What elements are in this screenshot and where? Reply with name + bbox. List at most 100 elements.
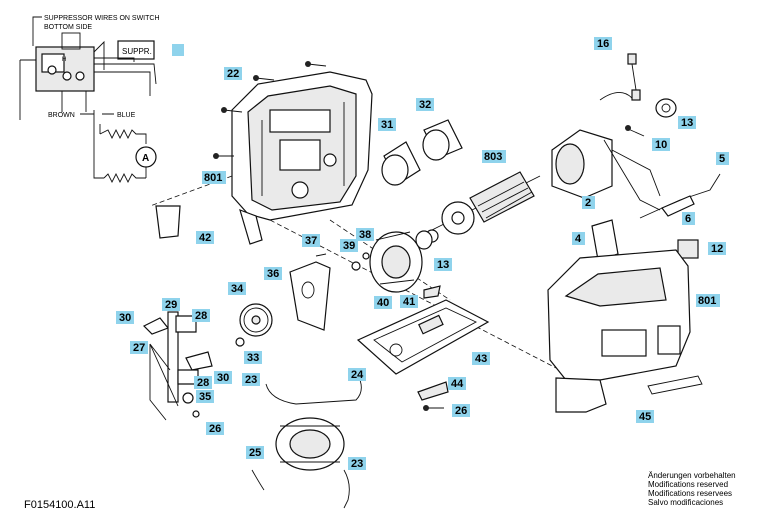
svg-text:2: 2 — [585, 197, 591, 209]
callout-part-40: 40 — [374, 296, 392, 309]
callout-part-23a: 23 — [242, 373, 260, 386]
callout-part-30a: 30 — [116, 311, 134, 324]
armature — [419, 171, 541, 243]
svg-text:28: 28 — [197, 377, 209, 389]
blue-label: BLUE — [117, 112, 136, 119]
callout-part-801b: 801 — [696, 294, 720, 307]
field-coil-harness — [251, 379, 362, 509]
field-stator — [551, 92, 661, 211]
svg-text:33: 33 — [247, 352, 259, 364]
callout-part-801a: 801 — [202, 171, 226, 184]
svg-text:22: 22 — [227, 68, 239, 80]
callout-part-35: 35 — [196, 390, 214, 403]
svg-text:36: 36 — [267, 268, 279, 280]
suppressor-note-line1: SUPPRESSOR WIRES ON SWITCH — [44, 15, 160, 22]
callout-part-44: 44 — [448, 377, 466, 390]
callout-part-42: 42 — [196, 231, 214, 244]
callout-part-25: 25 — [246, 446, 264, 459]
svg-text:28: 28 — [195, 310, 207, 322]
suppressor-box — [117, 40, 155, 60]
callout-part-22: 22 — [224, 67, 242, 80]
svg-text:39: 39 — [343, 240, 355, 252]
svg-text:26: 26 — [455, 405, 467, 417]
svg-text:23: 23 — [245, 374, 257, 386]
svg-text:23: 23 — [351, 458, 363, 470]
callout-part-30b: 30 — [214, 371, 232, 384]
svg-text:44: 44 — [451, 378, 464, 390]
callout-part-37: 37 — [302, 234, 320, 247]
svg-text:29: 29 — [165, 299, 177, 311]
svg-text:30: 30 — [119, 312, 131, 324]
svg-text:42: 42 — [199, 232, 211, 244]
callout-part-16: 16 — [594, 37, 612, 50]
hex-key — [647, 375, 703, 395]
callout-part-803: 803 — [482, 150, 506, 163]
callout-part-33: 33 — [244, 351, 262, 364]
svg-text:26: 26 — [209, 423, 221, 435]
svg-text:16: 16 — [597, 38, 609, 50]
callout-part-13a: 13 — [678, 116, 696, 129]
gear-housing — [369, 231, 423, 293]
callout-part-23b: 23 — [348, 457, 366, 470]
callout-part-45: 45 — [636, 410, 654, 423]
drive-gear — [239, 303, 273, 337]
svg-text:43: 43 — [475, 353, 487, 365]
drawing-code: F0154100.A11 — [24, 499, 95, 511]
clamp — [417, 381, 449, 401]
callout-part-29: 29 — [162, 298, 180, 311]
field-coil-upper — [99, 128, 147, 144]
callout-part-34: 34 — [228, 282, 246, 295]
callout-part-39: 39 — [340, 239, 358, 252]
brush-holders — [381, 119, 463, 186]
housing-left-half — [231, 71, 373, 245]
base-plate — [356, 299, 490, 375]
svg-text:41: 41 — [403, 296, 415, 308]
suppressor-label: SUPPR. — [122, 47, 152, 56]
h-marker: H — [62, 57, 66, 63]
callout-part-38: 38 — [356, 228, 374, 241]
svg-text:13: 13 — [437, 259, 449, 271]
callout-part-32: 32 — [416, 98, 434, 111]
suppressor-note-line2: BOTTOM SIDE — [44, 24, 92, 31]
svg-text:803: 803 — [484, 151, 502, 163]
callout-part-2: 2 — [582, 196, 595, 209]
power-cord — [639, 173, 721, 219]
svg-text:34: 34 — [231, 283, 244, 295]
callout-part-4: 4 — [572, 232, 585, 245]
svg-text:30: 30 — [217, 372, 229, 384]
housing-right-half — [547, 249, 691, 413]
svg-text:Modifications reservees: Modifications reservees — [648, 489, 732, 498]
svg-text:Salvo modificaciones: Salvo modificaciones — [648, 498, 723, 507]
callout-part-27: 27 — [130, 341, 148, 354]
svg-text:801: 801 — [204, 172, 222, 184]
callout-part-43: 43 — [472, 352, 490, 365]
svg-text:38: 38 — [359, 229, 371, 241]
svg-text:24: 24 — [351, 369, 364, 381]
svg-text:4: 4 — [575, 233, 582, 245]
plunger-assembly — [142, 311, 213, 421]
svg-text:35: 35 — [199, 391, 211, 403]
callout-part-31: 31 — [378, 118, 396, 131]
callout-part-13b: 13 — [434, 258, 452, 271]
wiring-schematic: SUPPRESSOR WIRES ON SWITCH BOTTOM SIDE H… — [19, 15, 160, 184]
callout-part-28b: 28 — [194, 376, 212, 389]
svg-text:801: 801 — [698, 295, 716, 307]
field-coil-lower — [103, 172, 146, 184]
svg-text:13: 13 — [681, 117, 693, 129]
callout-part-24: 24 — [348, 368, 366, 381]
suppressor-capacitor — [677, 239, 699, 259]
svg-text:Modifications reserved: Modifications reserved — [648, 480, 728, 489]
svg-text:5: 5 — [719, 153, 725, 165]
callout-part-41: 41 — [400, 295, 418, 308]
callout-part-26a: 26 — [452, 404, 470, 417]
blank-callout — [172, 44, 184, 56]
callout-part-28a: 28 — [192, 309, 210, 322]
callout-part-36: 36 — [264, 267, 282, 280]
screws-22 — [213, 61, 327, 159]
clip — [155, 205, 181, 239]
callout-part-5: 5 — [716, 152, 729, 165]
svg-text:45: 45 — [639, 411, 651, 423]
svg-text:27: 27 — [133, 342, 145, 354]
brown-label: BROWN — [48, 112, 75, 119]
callout-part-10: 10 — [652, 138, 670, 151]
